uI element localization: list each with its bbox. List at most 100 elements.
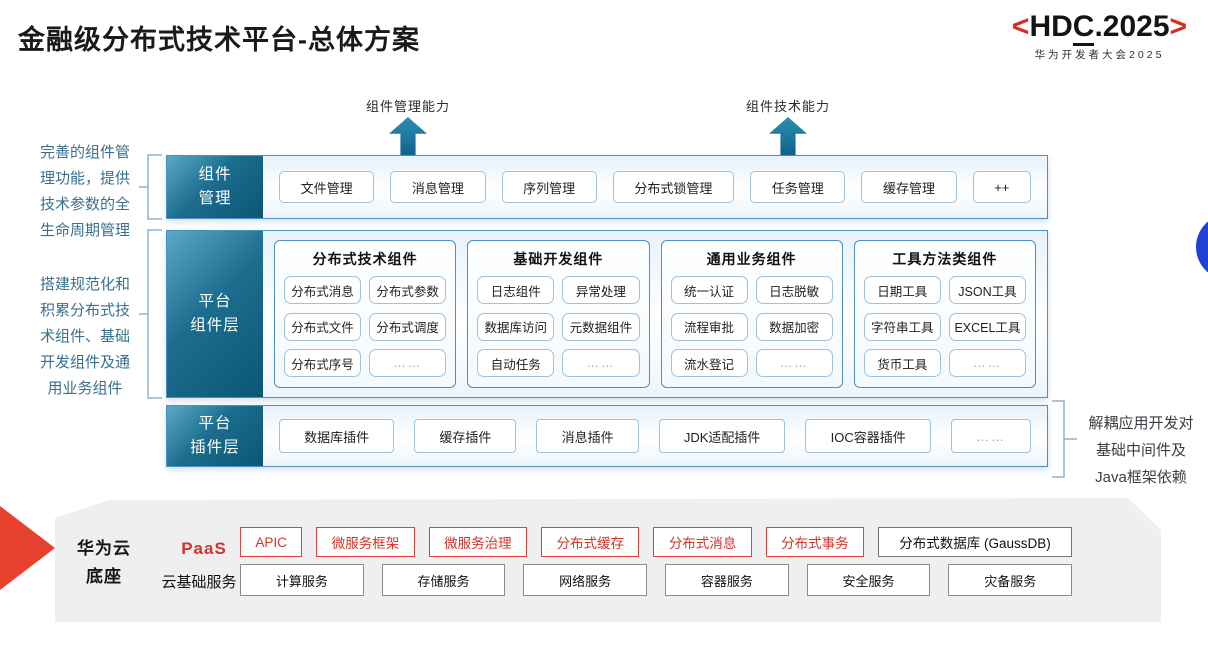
component-box: 统一认证 <box>670 276 748 304</box>
iaas-service-box: 网络服务 <box>523 564 648 596</box>
component-group-grid: 日志组件 异常处理 数据库访问 元数据组件 自动任务 …… <box>468 274 648 387</box>
iaas-service-box: 计算服务 <box>240 564 364 596</box>
hdc-logo: <HDC.2025> 华为开发者大会2025 <box>997 10 1202 62</box>
iaas-services-row: 计算服务 存储服务 网络服务 容器服务 安全服务 灾备服务 <box>240 564 1073 596</box>
component-group-title: 工具方法类组件 <box>892 251 998 267</box>
red-arrow-icon <box>0 506 55 590</box>
component-box: 分布式序号 <box>284 349 362 378</box>
layer-label: 平台 组件层 <box>167 231 263 397</box>
paas-service-box: 分布式缓存 <box>541 527 640 557</box>
component-box: 自动任务 <box>477 349 555 378</box>
blue-circle-decoration <box>1196 214 1208 280</box>
component-box: 货币工具 <box>863 349 941 378</box>
plugin-box: 数据库插件 <box>279 419 395 453</box>
component-group-grid: 分布式消息 分布式参数 分布式文件 分布式调度 分布式序号 …… <box>275 274 455 387</box>
component-group: 分布式技术组件 分布式消息 分布式参数 分布式文件 分布式调度 分布式序号 <box>274 240 457 388</box>
layer-label: 平台 插件层 <box>167 406 263 466</box>
hdc-logo-text: <HDC.2025> <box>997 10 1202 46</box>
component-group-title: 分布式技术组件 <box>312 251 418 267</box>
annotation-platform-components: 搭建规范化和 积累分布式技 术组件、基础 开发组件及通 用业务组件 <box>39 276 130 397</box>
component-group: 工具方法类组件 日期工具 JSON工具 字符串工具 EXCEL工具 货币工具 <box>853 240 1036 388</box>
paas-database-box: 分布式数据库 (GaussDB) <box>878 527 1072 557</box>
component-box: 分布式参数 <box>369 276 447 304</box>
annotation-plugins: 解耦应用开发对 基础中间件及 Java框架依赖 <box>1088 415 1194 486</box>
logo-rest: .2025 <box>1094 10 1170 43</box>
paas-services-row: APIC 微服务框架 微服务治理 分布式缓存 分布式消息 分布式事务 分布式数据… <box>240 527 1072 557</box>
up-arrow-icon <box>389 117 427 157</box>
component-box: 日期工具 <box>863 276 941 304</box>
capability-arrow-label: 组件管理能力 <box>365 99 450 114</box>
component-group-title: 基础开发组件 <box>513 251 604 267</box>
hdc-logo-subtitle: 华为开发者大会2025 <box>1034 49 1165 61</box>
component-group: 通用业务组件 统一认证 日志脱敏 流程审批 数据加密 流水登记 <box>660 240 843 388</box>
component-box: 日志脱敏 <box>755 276 833 304</box>
management-box: 分布式锁管理 <box>612 171 735 203</box>
paas-service-box: 微服务框架 <box>316 527 415 557</box>
logo-hd: HD <box>1029 10 1073 43</box>
layer-content: 文件管理 消息管理 序列管理 分布式锁管理 任务管理 缓存管理 ++ <box>263 156 1047 218</box>
paas-service-box: 分布式事务 <box>765 527 865 557</box>
iaas-label: 云基础服务 <box>161 574 237 591</box>
logo-c: C <box>1072 10 1095 46</box>
layer-platform-components: 平台 组件层 分布式技术组件 分布式消息 分布式参数 分布式文件 分 <box>166 230 1048 398</box>
logo-left-bracket: < <box>1011 10 1030 43</box>
annotation-component-mgmt: 完善的组件管 理功能，提供 技术参数的全 生命周期管理 <box>39 144 130 239</box>
component-box: 数据加密 <box>755 312 833 341</box>
layer-label: 组件 管理 <box>167 156 263 218</box>
left-bracket-row2 <box>139 229 162 399</box>
component-box: …… <box>755 349 833 378</box>
layer-platform-plugins: 平台 插件层 数据库插件 缓存插件 消息插件 JDK适配插件 IOC容器插件 …… <box>166 405 1048 467</box>
up-arrow-icon <box>769 117 807 157</box>
component-box: 分布式调度 <box>369 312 447 341</box>
logo-right-bracket: > <box>1169 10 1188 43</box>
component-box: 数据库访问 <box>477 312 555 341</box>
management-box: 消息管理 <box>390 171 486 203</box>
management-box: ++ <box>972 171 1032 203</box>
paas-service-box: APIC <box>240 527 303 557</box>
layer-component-management: 组件 管理 文件管理 消息管理 序列管理 分布式锁管理 任务管理 缓存管理 ++ <box>166 155 1048 219</box>
component-box: 分布式文件 <box>284 312 362 341</box>
capability-arrow-management: 组件管理能力 <box>343 96 473 157</box>
component-box: 流程审批 <box>670 312 748 341</box>
component-box: …… <box>562 349 640 378</box>
huaweicloud-foundation-slab <box>55 498 1161 622</box>
left-bracket-row1 <box>139 154 162 220</box>
paas-service-box: 微服务治理 <box>428 527 528 557</box>
capability-arrow-label: 组件技术能力 <box>745 99 830 114</box>
page-title: 金融级分布式技术平台-总体方案 <box>18 25 420 55</box>
management-box: 序列管理 <box>501 171 597 203</box>
capability-arrow-technical: 组件技术能力 <box>723 96 853 157</box>
iaas-service-box: 存储服务 <box>381 564 506 596</box>
management-box: 缓存管理 <box>861 171 957 203</box>
plugin-box: …… <box>950 419 1032 453</box>
plugin-box: 消息插件 <box>536 419 639 453</box>
component-group-grid: 统一认证 日志脱敏 流程审批 数据加密 流水登记 …… <box>662 274 842 387</box>
foundation-label: 华为云 底座 <box>77 539 131 586</box>
management-box: 文件管理 <box>279 171 375 203</box>
component-box: EXCEL工具 <box>948 312 1026 341</box>
component-box: JSON工具 <box>948 276 1026 304</box>
plugin-box: JDK适配插件 <box>658 419 786 453</box>
right-bracket-row3 <box>1052 400 1077 478</box>
iaas-service-box: 容器服务 <box>665 564 789 596</box>
component-group-grid: 日期工具 JSON工具 字符串工具 EXCEL工具 货币工具 …… <box>855 274 1035 387</box>
layer-content: 数据库插件 缓存插件 消息插件 JDK适配插件 IOC容器插件 …… <box>263 406 1047 466</box>
component-group-title: 通用业务组件 <box>706 251 797 267</box>
paas-label: PaaS <box>181 539 227 558</box>
component-box: …… <box>369 349 447 378</box>
component-group: 基础开发组件 日志组件 异常处理 数据库访问 元数据组件 自动任务 <box>467 240 650 388</box>
management-box: 任务管理 <box>750 171 846 203</box>
paas-service-box: 分布式消息 <box>653 527 752 557</box>
plugin-box: 缓存插件 <box>414 419 517 453</box>
iaas-service-box: 安全服务 <box>806 564 931 596</box>
component-box: …… <box>948 349 1026 378</box>
component-box: 流水登记 <box>670 349 748 378</box>
plugin-box: IOC容器插件 <box>805 419 931 453</box>
component-box: 元数据组件 <box>562 312 640 341</box>
component-box: 异常处理 <box>562 276 640 304</box>
component-box: 分布式消息 <box>284 276 362 304</box>
iaas-service-box: 灾备服务 <box>948 564 1073 596</box>
layer-content: 分布式技术组件 分布式消息 分布式参数 分布式文件 分布式调度 分布式序号 <box>263 231 1047 397</box>
component-box: 字符串工具 <box>863 312 941 341</box>
